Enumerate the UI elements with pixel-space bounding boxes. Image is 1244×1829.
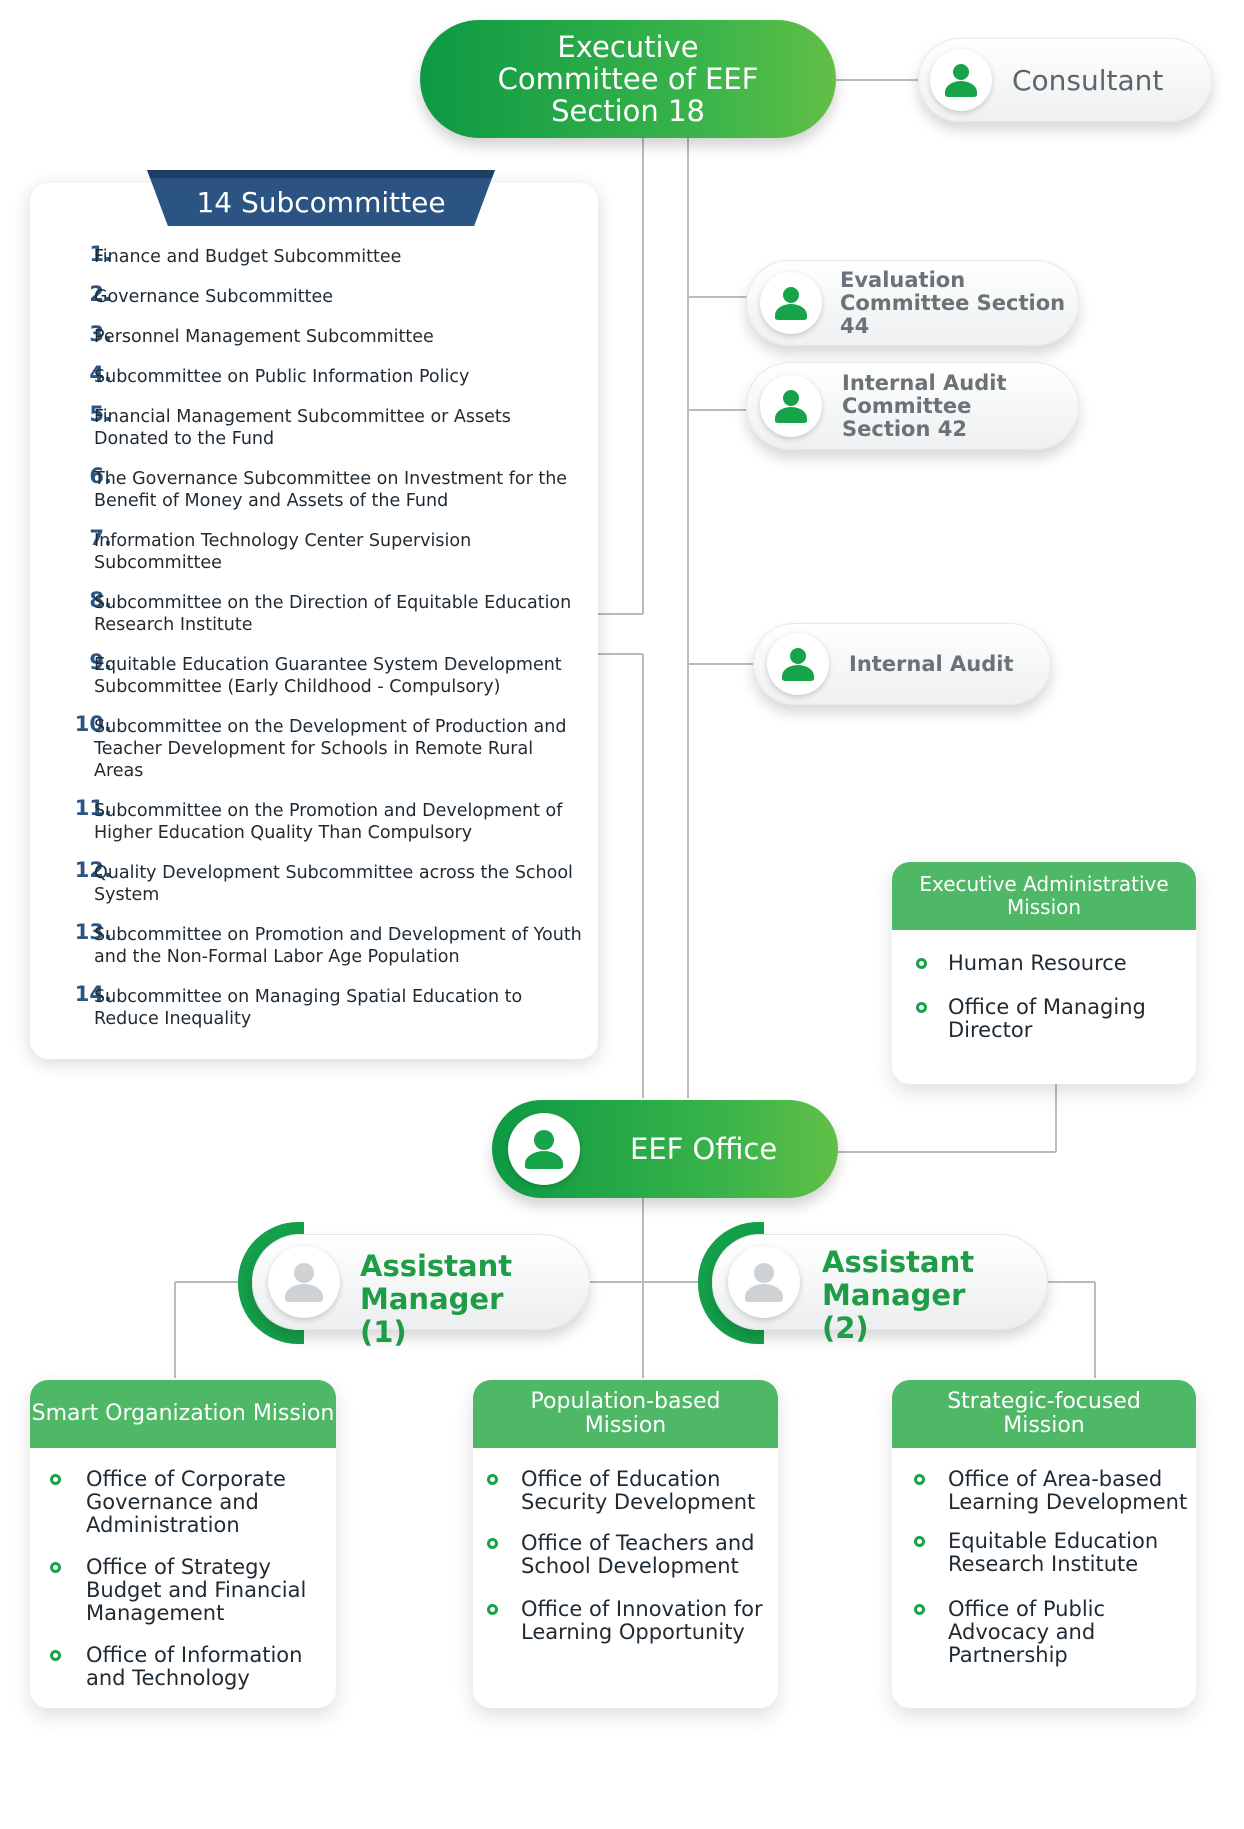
bullet-icon: [50, 1562, 61, 1573]
assistant-manager-2-label: Assistant Manager (2): [822, 1245, 975, 1345]
item-number: 8.: [89, 588, 112, 612]
item-text: Information Technology Center Supervisio…: [94, 531, 472, 573]
item-number: 9.: [89, 650, 112, 674]
item-number: 13.: [74, 920, 112, 944]
subcommittee-title: 14 Subcommittee: [196, 185, 446, 219]
eef-office-avatar: [508, 1113, 580, 1185]
item-text: Subcommittee on the Promotion and Develo…: [94, 801, 563, 843]
item-number: 3.: [89, 322, 112, 346]
assistant-manager-2-avatar: [728, 1246, 800, 1318]
internal-audit-label: Internal Audit: [849, 652, 1014, 676]
eef-office-node: EEF Office: [492, 1100, 838, 1198]
smart-organization-title: Smart Organization Mission: [31, 1401, 335, 1426]
item-text: Governance Subcommittee: [94, 287, 333, 307]
population-based-header: Population-based Mission: [473, 1380, 778, 1448]
assistant-manager-1-avatar: [268, 1246, 340, 1318]
item-number: 4.: [89, 362, 112, 386]
item-text: Subcommittee on the Direction of Equitab…: [94, 593, 572, 635]
item-text: Office of Teachers and School Developmen…: [521, 1531, 755, 1578]
assistant-manager-1-node: Assistant Manager (1): [238, 1222, 590, 1349]
executive-admin-header: Executive Administrative Mission: [892, 862, 1196, 930]
bullet-icon: [487, 1604, 498, 1615]
executive-admin-title: Executive Administrative Mission: [919, 872, 1169, 919]
strategic-focused-title: Strategic-focused Mission: [947, 1389, 1141, 1438]
item-text: The Governance Subcommittee on Investmen…: [94, 469, 568, 511]
item-text: Human Resource: [948, 951, 1127, 975]
item-text: Office of Public Advocacy and Partnershi…: [948, 1597, 1106, 1667]
item-number: 10.: [74, 712, 112, 736]
internal-audit-avatar: [767, 633, 829, 695]
bullet-icon: [50, 1650, 61, 1661]
item-text: Office of Area-based Learning Developmen…: [948, 1467, 1188, 1514]
item-text: Office of Strategy Budget and Financial …: [86, 1555, 307, 1625]
item-text: Subcommittee on the Development of Produ…: [94, 717, 567, 781]
item-text: Personnel Management Subcommittee: [94, 327, 434, 347]
population-based-card: Population-based Mission Office of Educa…: [473, 1380, 778, 1708]
bullet-icon: [916, 1002, 927, 1013]
evaluation-committee-node: Evaluation Committee Section 44: [746, 260, 1079, 346]
consultant-node: Consultant: [918, 38, 1212, 122]
item-text: Office of Innovation for Learning Opport…: [521, 1597, 763, 1644]
bullet-icon: [487, 1474, 498, 1485]
item-text: Office of Managing Director: [948, 995, 1146, 1042]
item-text: Equitable Education Guarantee System Dev…: [94, 655, 562, 697]
item-number: 6.: [89, 464, 112, 488]
item-number: 7.: [89, 526, 112, 550]
bullet-icon: [916, 958, 927, 969]
item-number: 12.: [74, 858, 112, 882]
bullet-icon: [50, 1474, 61, 1485]
executive-admin-card: Executive Administrative Mission Human R…: [892, 862, 1196, 1084]
subcommittee-panel: [30, 183, 598, 1059]
consultant-avatar: [930, 49, 992, 111]
item-text: Office of Education Security Development: [521, 1467, 756, 1514]
person-icon: [744, 1262, 784, 1302]
person-icon: [774, 389, 808, 423]
bullet-icon: [914, 1604, 925, 1615]
bullet-icon: [487, 1538, 498, 1549]
internal-audit-committee-label: Internal Audit Committee Section 42: [842, 370, 1007, 441]
item-number: 11.: [74, 796, 112, 820]
population-based-title: Population-based Mission: [530, 1389, 721, 1438]
strategic-focused-card: Strategic-focused Mission Office of Area…: [892, 1380, 1196, 1708]
item-number: 14.: [74, 982, 112, 1006]
executive-committee-label: Executive Committee of EEF Section 18: [497, 30, 759, 128]
item-text: Quality Development Subcommittee across …: [94, 863, 573, 905]
subcommittee-header: 14 Subcommittee: [147, 170, 495, 226]
strategic-focused-header: Strategic-focused Mission: [892, 1380, 1196, 1448]
person-icon: [774, 286, 808, 320]
bullet-icon: [914, 1536, 925, 1547]
person-icon: [524, 1129, 564, 1169]
item-number: 2.: [89, 282, 112, 306]
item-text: Equitable Education Research Institute: [948, 1529, 1159, 1576]
assistant-manager-1-label: Assistant Manager (1): [360, 1249, 513, 1349]
smart-organization-card: Smart Organization Mission Office of Cor…: [30, 1380, 336, 1708]
item-text: Subcommittee on Promotion and Developmen…: [94, 925, 582, 967]
bullet-icon: [914, 1474, 925, 1485]
consultant-label: Consultant: [1012, 63, 1164, 97]
person-icon: [944, 63, 978, 97]
person-icon: [781, 647, 815, 681]
internal-audit-node: Internal Audit: [753, 623, 1051, 705]
item-number: 5.: [89, 402, 112, 426]
item-text: Office of Corporate Governance and Admin…: [86, 1467, 286, 1537]
item-text: Subcommittee on Public Information Polic…: [94, 367, 470, 387]
internal-audit-committee-node: Internal Audit Committee Section 42: [746, 362, 1079, 450]
internal-audit-committee-avatar: [760, 375, 822, 437]
person-icon: [284, 1262, 324, 1302]
item-text: Finance and Budget Subcommittee: [94, 247, 402, 267]
item-number: 1.: [89, 242, 112, 266]
eef-office-label: EEF Office: [630, 1132, 778, 1166]
item-text: Subcommittee on Managing Spatial Educati…: [94, 987, 523, 1029]
item-text: Office of Information and Technology: [86, 1643, 303, 1690]
evaluation-committee-label: Evaluation Committee Section 44: [840, 267, 1066, 338]
evaluation-avatar: [760, 272, 822, 334]
item-text: Financial Management Subcommittee or Ass…: [94, 407, 511, 449]
assistant-manager-2-node: Assistant Manager (2): [698, 1222, 1048, 1345]
smart-organization-header: Smart Organization Mission: [30, 1380, 336, 1448]
executive-committee-node: Executive Committee of EEF Section 18: [420, 20, 836, 138]
